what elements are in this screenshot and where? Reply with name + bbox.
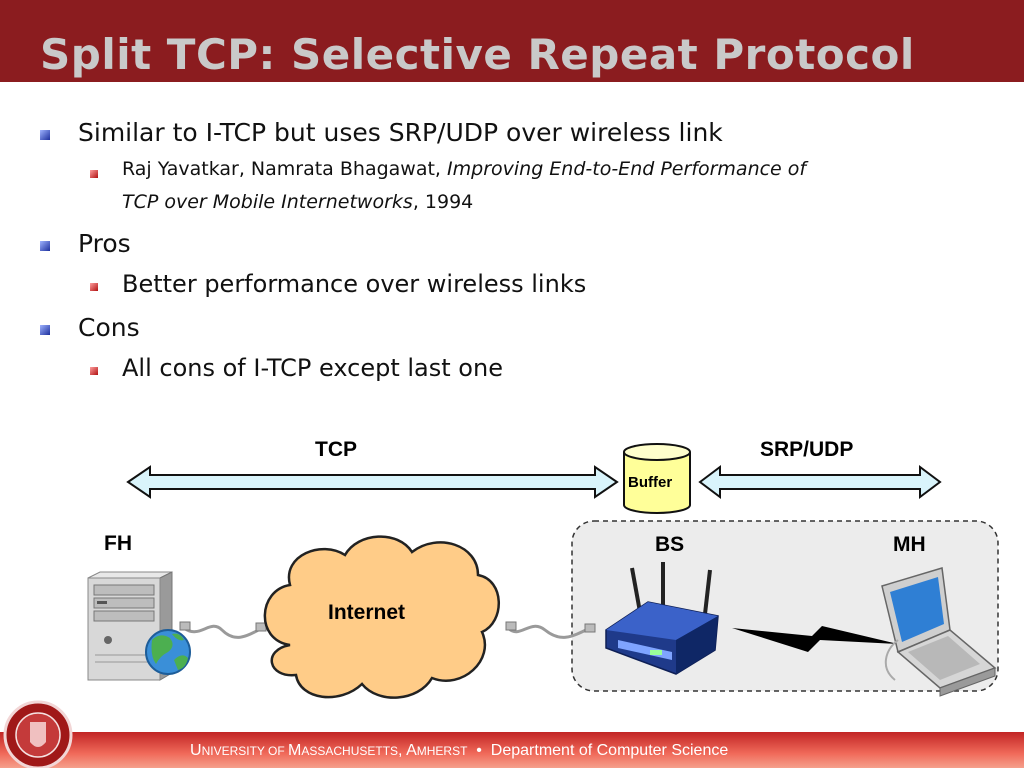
cable-fh-internet [183,624,263,639]
footer-mherst: MHERST [416,744,468,758]
cable-internet-bs [506,624,591,639]
slide-title: Split TCP: Selective Repeat Protocol [40,30,915,79]
bullet-marker [40,241,50,251]
internet-label: Internet [328,601,406,624]
sub-bullet-reference: Raj Yavatkar, Namrata Bhagawat, Improvin… [122,158,806,180]
footer-department: Department of Computer Science [490,742,729,759]
buffer-cylinder [623,443,691,514]
sub-bullet-marker [90,367,98,375]
bullet-marker [40,130,50,140]
title-bar [0,0,1024,82]
tcp-label: TCP [315,438,357,461]
sub-bullet-cons: All cons of I-TCP except last one [122,354,503,382]
bullet-item-cons: Cons [78,313,140,342]
globe-icon [145,629,191,675]
footer-bar [0,732,1024,768]
footer-assachusetts: ASSACHUSETTS [301,744,399,758]
bs-label: BS [655,533,685,556]
internet-cloud [263,535,500,699]
fh-label: FH [104,532,132,555]
footer-comma: , [398,742,407,759]
bullet-item-pros: Pros [78,229,131,258]
footer-a: A [406,742,417,759]
sub-bullet-pros: Better performance over wireless links [122,270,587,298]
tcp-arrow [126,465,619,499]
srp-udp-label: SRP/UDP [760,438,854,461]
reference-title-line-1: Improving End-to-End Performance of [447,158,807,180]
footer-u: U [190,742,202,759]
footer-text: UNIVERSITY OF MASSACHUSETTS, AMHERST • D… [190,742,728,760]
reference-authors: Raj Yavatkar, Namrata Bhagawat, [122,158,448,180]
reference-title-line-2: TCP over Mobile Internetworks [122,191,413,213]
reference-year: , 1994 [412,191,474,213]
bullet-item-1: Similar to I-TCP but uses SRP/UDP over w… [78,118,723,147]
router-icon [605,562,719,675]
buffer-label: Buffer [628,474,673,491]
footer-m: M [288,742,302,759]
sub-bullet-marker [90,283,98,291]
footer-separator: • [467,742,491,759]
wireless-link-bolt [732,626,898,652]
srp-udp-arrow [698,465,942,499]
sub-bullet-marker [90,170,98,178]
laptop-icon [881,567,997,697]
mh-label: MH [893,533,926,556]
sub-bullet-reference-cont: TCP over Mobile Internetworks, 1994 [122,191,473,213]
footer-niversity-of: NIVERSITY OF [201,744,289,758]
bullet-marker [40,325,50,335]
